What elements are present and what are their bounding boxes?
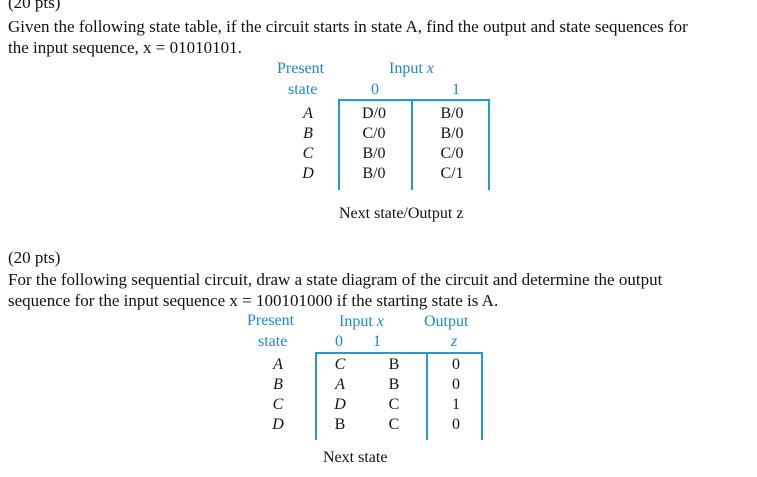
table-left-rule [338,99,340,190]
table-cell: C/1 [440,165,464,182]
table-cell: D [334,396,346,413]
input0-column: C A D B [328,355,352,435]
table-cell: B [388,376,400,393]
present-label: Present [247,312,295,329]
col1-header: 1 [452,81,460,98]
table-cell: C [334,356,346,373]
input-label: Input x [339,313,384,330]
table-caption: Next state/Output z [339,205,464,222]
input1-column: B/0 B/0 C/0 C/1 [427,104,477,184]
state-cell: B [273,376,283,393]
table-caption: Next state [323,449,388,466]
input1-column: B B C C [382,355,406,435]
output-var: z [451,333,458,350]
state-label: state [258,333,288,350]
state-cell: C [272,396,284,413]
table-cell: B/0 [440,105,464,122]
table-cell: B [388,356,400,373]
col0-header: 0 [371,81,379,98]
state-cell: B [303,125,313,142]
state-column: A B C D [296,104,320,184]
table-cell: B [334,416,346,433]
table-cell: B/0 [362,145,386,162]
table-right-rule [488,99,490,190]
present-label: Present [277,60,325,77]
problem1-line1: Given the following state table, if the … [8,17,688,36]
table-top-rule [338,99,490,101]
table-cell: 1 [452,396,460,413]
state-cell: C [302,145,314,162]
output-column: 0 0 1 0 [444,355,468,435]
table-cell: 0 [452,376,460,393]
table-cell: C [388,416,400,433]
problem2-points: (20 pts) [8,248,61,267]
col0-header: 0 [335,333,343,350]
table-cell: C [388,396,400,413]
problem2-line2: sequence for the input sequence x = 1001… [8,291,499,310]
table-cell: B/0 [440,125,464,142]
state-cell: A [273,356,283,373]
problem1-line2: the input sequence, x = 01010101. [8,38,242,57]
state-cell: D [272,416,284,433]
table-right-rule [481,352,483,440]
col1-header: 1 [373,333,381,350]
table-cell: D/0 [362,105,386,122]
table-cell: A [335,376,345,393]
table-cell: C/0 [440,145,464,162]
state-cell: A [303,105,313,122]
problem1-points: (20 pts) [8,0,61,12]
table-cell: B/0 [362,165,386,182]
state-label: state [288,81,318,98]
problem2-line1: For the following sequential circuit, dr… [8,270,663,289]
input0-column: D/0 C/0 B/0 B/0 [349,104,399,184]
table-left-rule [315,352,317,440]
table-cell: C/0 [362,125,386,142]
state-column: A B C D [266,355,290,435]
table-top-rule [315,352,482,354]
table-mid-rule [426,352,428,440]
state-cell: D [302,165,314,182]
output-label: Output [424,313,469,330]
table-mid-rule [411,99,413,190]
table-cell: 0 [452,356,460,373]
table-cell: 0 [452,416,460,433]
input-label: Input x [389,60,434,77]
